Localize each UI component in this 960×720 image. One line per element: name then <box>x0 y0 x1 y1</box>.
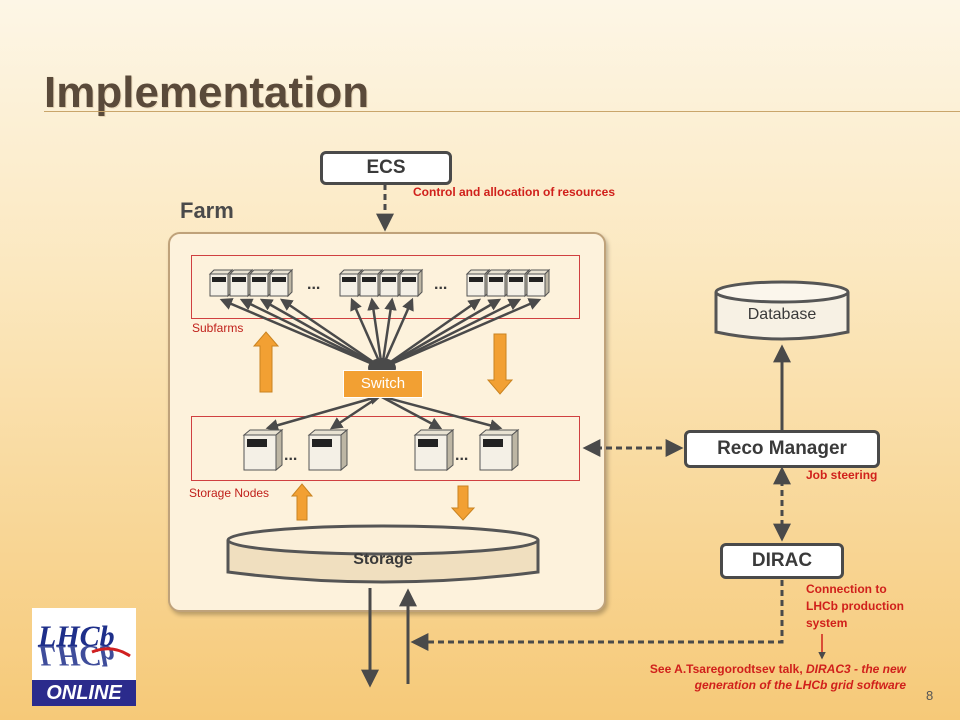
lhcb-logo-mark: LHCb LHCb <box>37 620 131 672</box>
storage-cylinder <box>226 524 540 584</box>
page-number: 8 <box>926 688 934 703</box>
reference-line2: generation of the LHCb grid software <box>694 678 906 692</box>
storage-label: Storage <box>353 551 413 568</box>
ecs-annotation: Control and allocation of resources <box>413 185 616 199</box>
database-label: Database <box>747 306 817 323</box>
dirac-annotation-line1: Connection to <box>806 582 887 596</box>
farm-label: Farm <box>180 198 234 223</box>
up-arrow-subfarms <box>252 331 280 393</box>
switch-subfarm-links <box>219 297 542 370</box>
subfarms-frame <box>191 255 580 319</box>
subfarm-ellipsis-2: ... <box>434 276 448 293</box>
switch-box: Switch <box>343 370 423 398</box>
down-arrow-subfarms <box>486 333 514 395</box>
storage-nodes-frame <box>191 416 580 481</box>
dirac-annotation-line3: system <box>806 616 848 630</box>
subfarm-ellipsis-1: ... <box>307 276 321 293</box>
subfarm-group-2 <box>339 269 423 297</box>
down-arrow-storage <box>450 485 476 521</box>
logo-text-top: LHCb <box>37 620 115 653</box>
storage-node-4 <box>479 429 519 471</box>
reco-manager-box: Reco Manager <box>684 430 880 468</box>
logo-text-reflection: LHCb <box>37 639 115 672</box>
subfarm-group-3 <box>466 269 550 297</box>
storage-node-3 <box>414 429 454 471</box>
dirac-connection-link <box>410 580 784 651</box>
dirac-box: DIRAC <box>720 543 844 579</box>
reference-note: See A.Tsaregorodtsev talk, DIRAC3 - the … <box>560 661 906 693</box>
dirac-annotation-line2: LHCb production <box>806 599 904 613</box>
storage-nodes-label: Storage Nodes <box>189 486 270 500</box>
storage-ellipsis-1: ... <box>284 447 298 464</box>
storage-node-2 <box>308 429 348 471</box>
storage-node-1 <box>243 429 283 471</box>
ecs-box: ECS <box>320 151 452 185</box>
dirac-annotation: Connection to LHCb production system <box>806 581 904 632</box>
lhcb-online-logo: LHCb LHCb ONLINE <box>32 608 136 706</box>
database-cylinder <box>714 280 850 341</box>
switch-storage-links <box>265 392 503 432</box>
reco-annotation: Job steering <box>806 468 878 482</box>
reference-prefix: See A.Tsaregorodtsev talk, <box>649 662 806 676</box>
storage-ellipsis-2: ... <box>455 447 469 464</box>
subfarms-label: Subfarms <box>192 321 244 335</box>
subfarm-group-1 <box>209 269 293 297</box>
title-rule <box>44 111 960 112</box>
slide-title: Implementation <box>44 68 370 117</box>
logo-online-text: ONLINE <box>32 680 136 706</box>
reference-emphasis: DIRAC3 - the new <box>805 662 906 676</box>
up-arrow-storage <box>290 483 314 521</box>
